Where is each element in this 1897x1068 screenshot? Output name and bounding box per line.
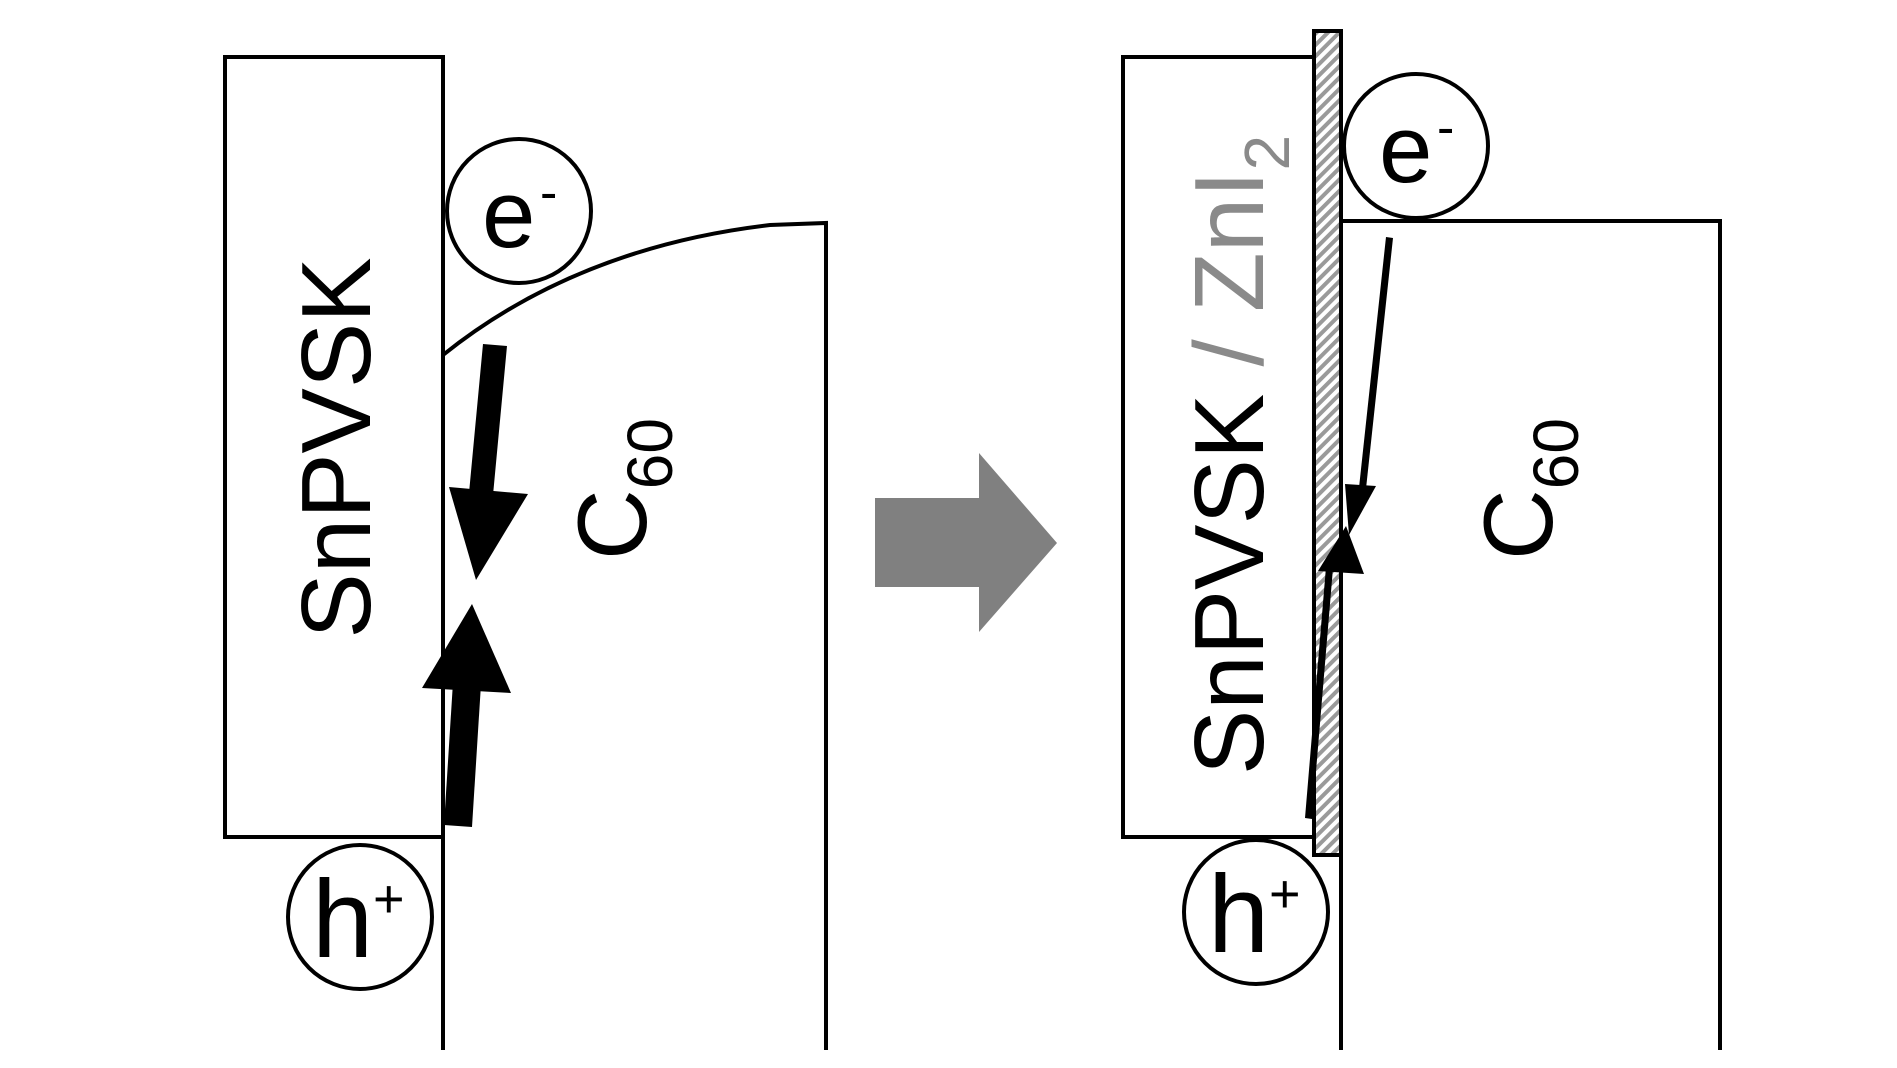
left-c60-band [441,220,828,1050]
left-perovskite-label: SnPVSK [281,257,391,638]
right-c60-label: C60 [1463,418,1592,560]
svg-text:h: h [312,858,373,981]
right-hole: h + [1182,838,1330,986]
svg-text:+: + [1269,864,1301,924]
svg-text:-: - [540,164,557,222]
right-electron: e - [1342,72,1490,220]
right-perovskite-label: SnPVSK / ZnI2 [1174,135,1303,775]
svg-text:-: - [1437,99,1454,157]
svg-text:h: h [1208,853,1269,976]
right-panel: SnPVSK / ZnI2 C60 e - h + [1121,29,1722,1050]
left-hole-recombination-arrow [422,604,511,827]
svg-text:e: e [482,161,535,268]
left-hole: h + [286,843,434,991]
left-panel: SnPVSK C60 e - h + [223,55,828,1050]
left-electron: e - [445,137,593,285]
svg-text:e: e [1379,96,1432,203]
left-electron-recombination-arrow [449,344,528,580]
right-hole-recombination-arrow [1305,526,1364,819]
transition-arrow [875,453,1057,632]
left-c60-label: C60 [557,418,686,560]
right-c60-band [1341,219,1722,1050]
svg-text:+: + [373,869,405,929]
right-electron-recombination-arrow [1345,237,1393,535]
